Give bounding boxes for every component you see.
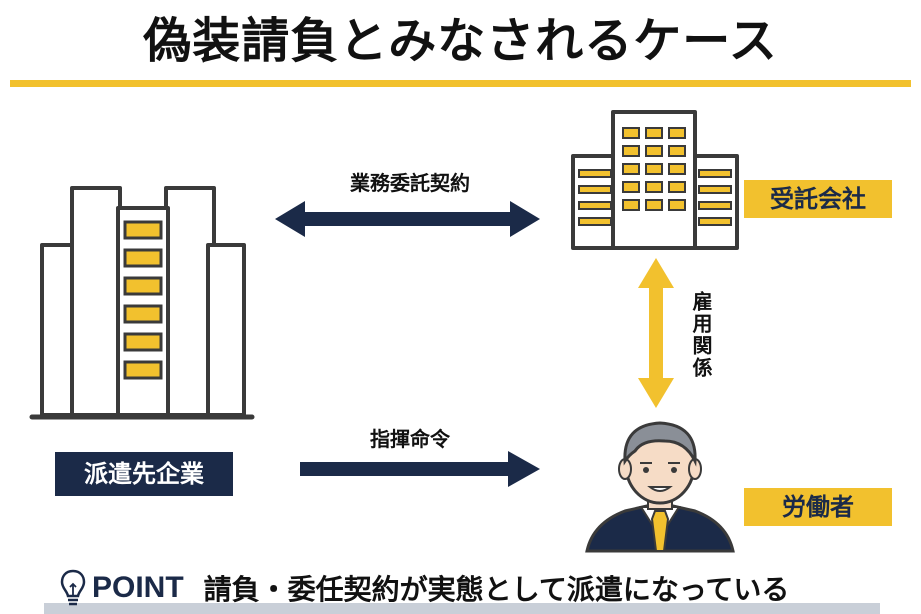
contractor-label: 受託会社 (744, 180, 892, 218)
employment-relation-label: 雇用関係 (689, 291, 713, 379)
contract-double-arrow (275, 201, 540, 237)
employment-double-arrow (638, 258, 674, 408)
point-highlight-band (44, 603, 880, 614)
point-text: 請負・委任契約が実態として派遣になっている (203, 573, 790, 606)
client-building-icon (29, 186, 255, 420)
worker-person-icon (585, 421, 735, 553)
command-arrow (300, 451, 540, 487)
point-callout: POINT 請負・委任契約が実態として派遣になっている (60, 566, 910, 610)
command-relation-label: 指揮命令 (370, 427, 450, 451)
page-title: 偽装請負とみなされるケース (143, 13, 778, 69)
point-label: POINT (92, 571, 184, 604)
title-underline (10, 80, 911, 87)
worker-label: 労働者 (744, 488, 892, 526)
lightbulb-icon (60, 569, 86, 606)
contractor-building-icon (571, 110, 739, 250)
contract-relation-label: 業務委託契約 (350, 171, 470, 195)
client-label: 派遣先企業 (55, 452, 233, 496)
